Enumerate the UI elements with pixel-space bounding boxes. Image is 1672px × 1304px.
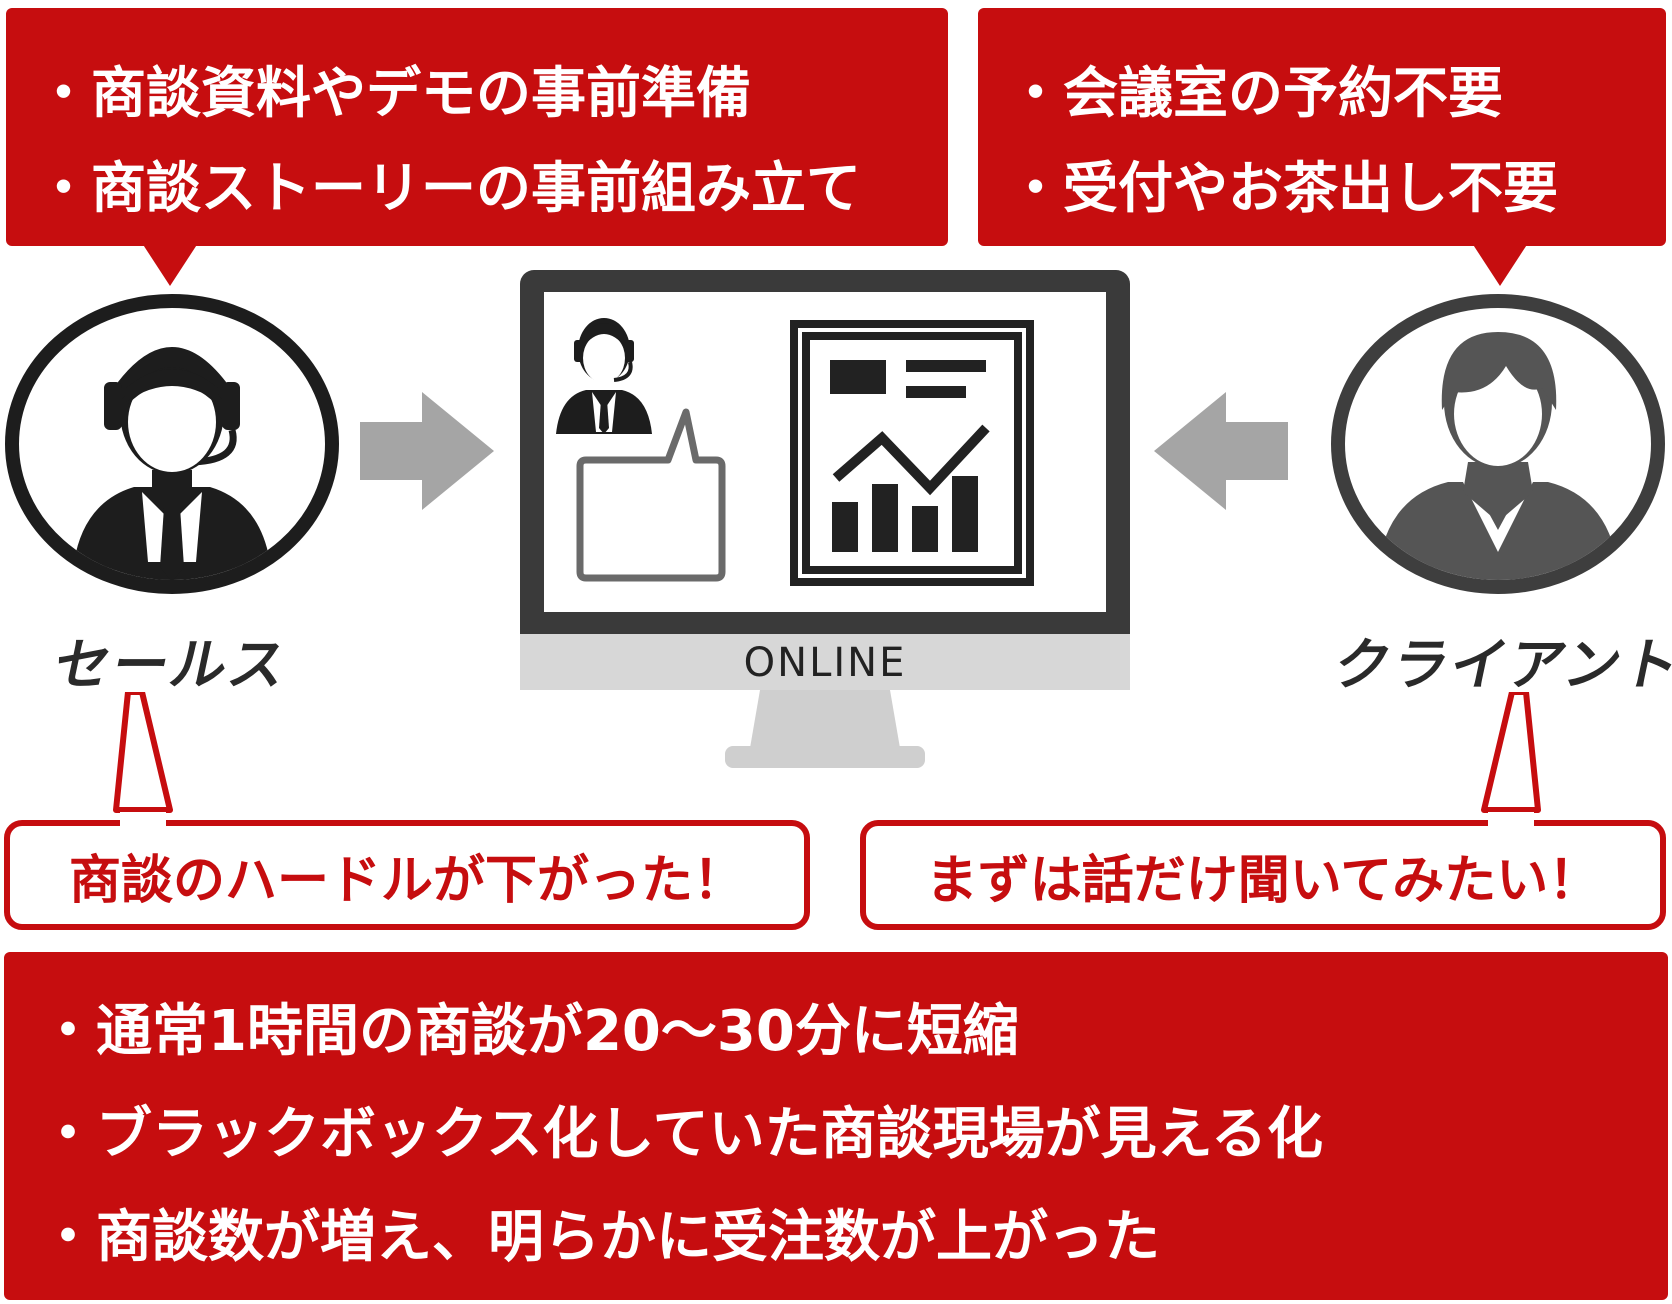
report-chart-icon xyxy=(790,320,1034,586)
sales-label: セールス xyxy=(48,633,294,698)
top-right-callout-pointer xyxy=(1470,240,1530,286)
client-person-icon xyxy=(1331,294,1665,594)
pointer-join-cover xyxy=(120,812,166,826)
speech-bubble-icon xyxy=(576,408,726,582)
client-speech-bubble: まずは話だけ聞いてみたい！ xyxy=(860,820,1666,930)
result-item: ・ブラックボックス化していた商談現場が見える化 xyxy=(40,1102,1323,1167)
pointer-join-cover xyxy=(1488,812,1534,826)
top-left-callout: ・商談資料やデモの事前準備 ・商談ストーリーの事前組み立て xyxy=(6,8,948,246)
mini-salesperson-icon xyxy=(556,318,652,434)
left-arrow-icon xyxy=(1154,392,1288,510)
top-left-callout-pointer xyxy=(140,240,200,286)
result-item: ・通常1時間の商談が20〜30分に短縮 xyxy=(40,999,1019,1064)
client-label: クライアント xyxy=(1328,633,1672,698)
left-bubble-pointer xyxy=(113,692,173,813)
top-left-item: ・商談ストーリーの事前組み立て xyxy=(36,156,862,220)
salesperson-headset-icon xyxy=(5,294,339,594)
top-right-item: ・会議室の予約不要 xyxy=(1008,61,1504,125)
sales-speech-text: 商談のハードルが下がった！ xyxy=(68,850,745,911)
right-arrow-icon xyxy=(360,392,494,510)
bottom-results-box: ・通常1時間の商談が20〜30分に短縮 ・ブラックボックス化していた商談現場が見… xyxy=(4,952,1668,1300)
top-left-item: ・商談資料やデモの事前準備 xyxy=(36,61,752,125)
result-item: ・商談数が増え、明らかに受注数が上がった xyxy=(40,1205,1160,1270)
sales-speech-bubble: 商談のハードルが下がった！ xyxy=(4,820,810,930)
top-right-item: ・受付やお茶出し不要 xyxy=(1008,156,1559,220)
monitor-label: ONLINE xyxy=(743,640,907,686)
client-speech-text: まずは話だけ聞いてみたい！ xyxy=(925,850,1601,911)
top-right-callout: ・会議室の予約不要 ・受付やお茶出し不要 xyxy=(978,8,1666,246)
right-bubble-pointer xyxy=(1481,692,1541,813)
